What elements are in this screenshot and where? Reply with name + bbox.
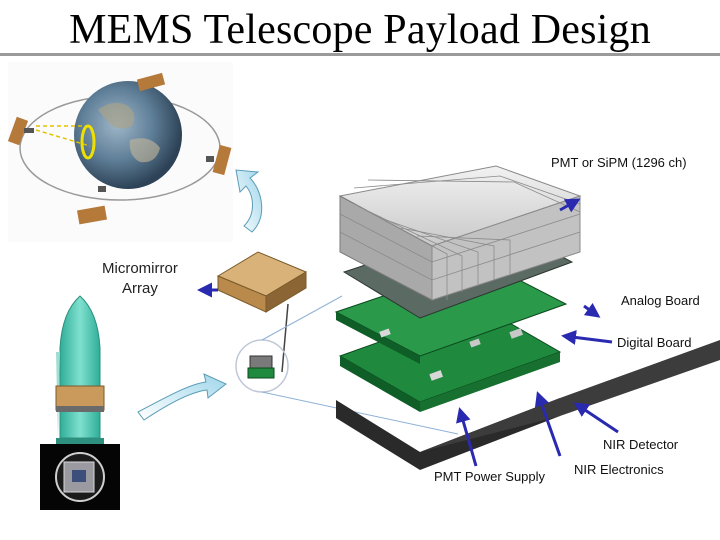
rocket-fairing [55, 295, 105, 444]
curved-arrow-icon [235, 169, 263, 233]
title-underline [0, 53, 720, 56]
pointer-arrow [534, 391, 562, 457]
satellite-icon [136, 72, 166, 92]
micromirror-array-box [216, 251, 308, 313]
pointer-arrow [559, 198, 581, 213]
pmt-array-side [431, 195, 581, 301]
micromirror-photo [40, 444, 120, 510]
base-frame [336, 398, 560, 470]
earth-continent [129, 138, 160, 163]
digital-board-label: Digital Board [617, 335, 692, 350]
pointer-arrow [561, 330, 613, 345]
exploded-payload-stack [334, 165, 720, 470]
pmt-power-supply-label: PMT Power Supply [434, 469, 546, 484]
nir-detector-label: NIR Detector [603, 437, 679, 452]
pmt-grid-lines [339, 175, 581, 300]
zoom-line [261, 295, 343, 341]
satellite-icon [206, 144, 232, 176]
pointer-arrow [583, 302, 601, 318]
satellite-icon [76, 186, 108, 225]
pointer-arrow [573, 402, 619, 434]
analog-board-label: Analog Board [621, 293, 700, 308]
earth-globe [74, 81, 182, 189]
pointer-arrow [456, 407, 478, 467]
micromirror-label-line2: Array [121, 280, 158, 297]
orbit-illustration [7, 62, 233, 242]
earth-continent [98, 102, 135, 129]
readout-module [235, 303, 289, 393]
pmt-sipm-label: PMT or SiPM (1296 ch) [551, 155, 687, 170]
micromirror-label-line1: Micromirror [102, 260, 178, 277]
viewing-beam [35, 129, 91, 147]
micromirror-array-label: Micromirror Array [102, 259, 178, 299]
zoom-line [261, 391, 459, 435]
nir-electronics-label: NIR Electronics [574, 462, 664, 477]
field-of-view-ellipse [80, 124, 96, 160]
satellite-icon [7, 116, 34, 146]
curved-arrow-icon [137, 373, 227, 421]
slide-title: MEMS Telescope Payload Design [69, 7, 651, 53]
